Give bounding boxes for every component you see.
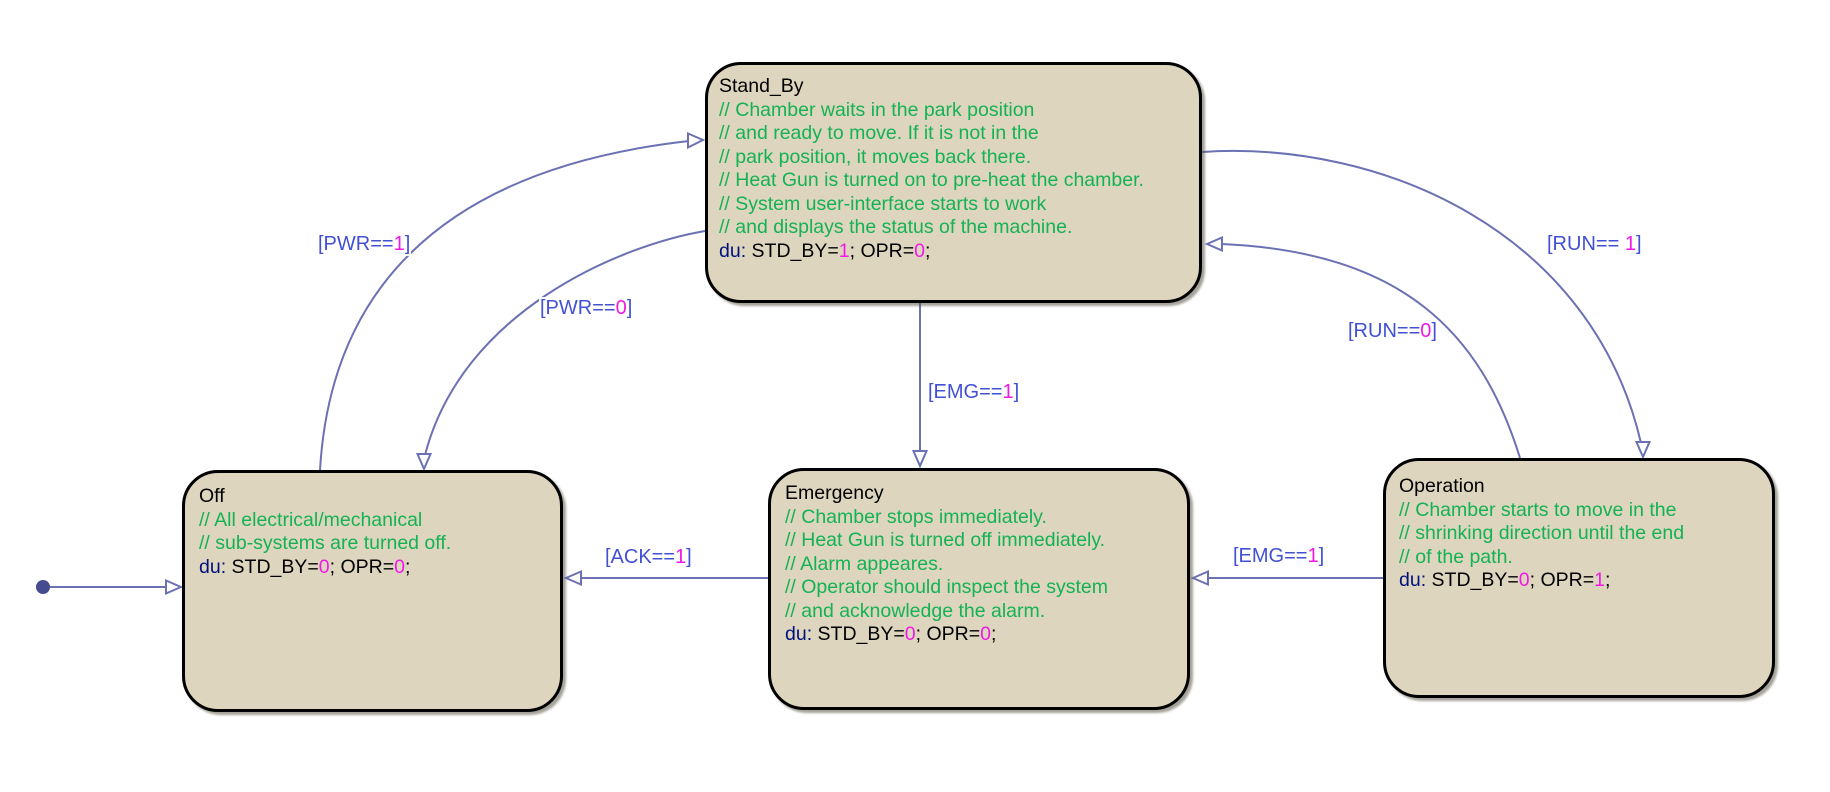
state-during-action: du: STD_BY=0; OPR=1;	[1399, 569, 1611, 591]
state-title: Off	[199, 485, 225, 507]
transition-curve-operation-to-emergency[interactable]	[1190, 569, 1383, 587]
state-comment: // and acknowledge the alarm.	[785, 599, 1046, 622]
state-during-action: du: STD_BY=0; OPR=0;	[199, 555, 411, 578]
state-during-action: du: STD_BY=1; OPR=0;	[719, 239, 931, 262]
state-comment: // Heat Gun is turned off immediately.	[785, 529, 1106, 551]
transition-label-emg-eq-1-top[interactable]: [EMG==1]	[927, 381, 1021, 404]
state-comment: // Chamber starts to move in the	[1399, 498, 1677, 521]
state-off[interactable]: Off // All electrical/mechanical // sub-…	[182, 470, 563, 712]
state-comment: // park position, it moves back there.	[719, 145, 1032, 168]
transition-curve-emergency-to-off[interactable]	[563, 569, 768, 587]
transition-curve-standby-to-operation[interactable]	[1201, 150, 1652, 460]
transition-label-run-eq-1[interactable]: [RUN== 1]	[1546, 233, 1643, 256]
state-emergency[interactable]: Emergency // Chamber stops immediately. …	[768, 468, 1190, 710]
state-comment: // Chamber stops immediately.	[785, 505, 1047, 528]
state-title: Operation	[1399, 475, 1485, 497]
transition-label-emg-eq-1-right[interactable]: [EMG==1]	[1232, 545, 1326, 568]
state-comment: // Operator should inspect the system	[785, 576, 1108, 598]
transition-curve-standby-to-emergency[interactable]	[911, 303, 929, 469]
initial-state-dot	[36, 580, 50, 594]
transition-curve-operation-to-standby[interactable]	[1204, 235, 1521, 459]
transition-label-pwr-eq-0[interactable]: [PWR==0]	[539, 297, 634, 320]
transition-label-pwr-eq-1[interactable]: [PWR==1]	[317, 233, 412, 256]
state-title: Stand_By	[719, 75, 804, 97]
state-comment: // and ready to move. If it is not in th…	[719, 122, 1039, 144]
state-comment: // Alarm appeares.	[785, 552, 944, 575]
state-comment: // shrinking direction until the end	[1399, 522, 1685, 544]
state-comment: // Heat Gun is turned on to pre-heat the…	[719, 169, 1144, 191]
state-comment: // and displays the status of the machin…	[719, 216, 1073, 238]
state-during-action: du: STD_BY=0; OPR=0;	[785, 623, 997, 645]
state-comment: // Chamber waits in the park position	[719, 98, 1035, 121]
state-standby[interactable]: Stand_By // Chamber waits in the park po…	[705, 62, 1202, 303]
transition-curve-standby-to-off[interactable]	[415, 230, 706, 472]
initial-transition[interactable]	[36, 578, 184, 596]
state-title: Emergency	[785, 482, 884, 504]
state-comment: // System user-interface starts to work	[719, 192, 1047, 215]
state-comment: // All electrical/mechanical	[199, 508, 423, 531]
state-comment: // sub-systems are turned off.	[199, 532, 452, 554]
state-operation[interactable]: Operation // Chamber starts to move in t…	[1383, 458, 1775, 698]
transition-curve-off-to-standby[interactable]	[319, 131, 706, 471]
state-comment: // of the path.	[1399, 545, 1513, 568]
transition-label-run-eq-0[interactable]: [RUN==0]	[1347, 320, 1438, 343]
transition-label-ack-eq-1[interactable]: [ACK==1]	[604, 546, 693, 569]
